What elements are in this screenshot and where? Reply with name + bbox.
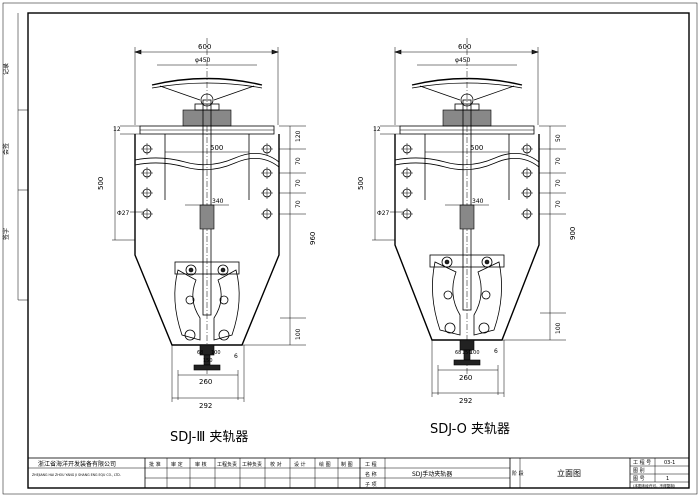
label-draw: 绘 图 bbox=[319, 461, 331, 468]
rail-dim-68: 68 bbox=[455, 350, 461, 356]
hole-dia-text: Φ27 bbox=[117, 210, 130, 217]
bolt-holes-right bbox=[261, 143, 273, 220]
dim-260-text: 260 bbox=[459, 374, 472, 382]
gear-box bbox=[182, 109, 232, 127]
dim-total-height: 960 bbox=[309, 232, 317, 245]
break-line bbox=[134, 153, 280, 166]
clamp-jaws bbox=[174, 261, 240, 341]
footnote: (本图未经许可，不得复制) bbox=[633, 483, 676, 488]
label-approve: 批 准 bbox=[149, 461, 161, 468]
dim-600-text: 600 bbox=[198, 43, 211, 51]
label-drafting: 制 图 bbox=[341, 461, 353, 468]
label-name: 名 称 bbox=[365, 471, 377, 478]
dim-6-text: 6 bbox=[494, 348, 498, 355]
dim-6-text: 6 bbox=[234, 353, 238, 360]
dim-340-text: 340 bbox=[472, 198, 484, 205]
caption-sdj-iii: SDJ-Ⅲ 夹轨器 bbox=[170, 430, 248, 445]
label-final-review: 审 定 bbox=[171, 461, 183, 468]
hole-dia-text: Φ27 bbox=[377, 210, 390, 217]
handwheel bbox=[411, 77, 523, 86]
label-stage: 阶 段 bbox=[512, 470, 524, 477]
dim-inner-500-text: 500 bbox=[210, 144, 223, 152]
company-name: 浙江省海洋开发装备有限公司 bbox=[38, 460, 116, 468]
dim-right-1: 70 bbox=[295, 157, 302, 165]
label-check: 校 对 bbox=[270, 461, 282, 468]
sheet-no: 1 bbox=[666, 476, 669, 482]
dim-right-2: 70 bbox=[295, 179, 302, 187]
bolt-holes-right bbox=[521, 143, 533, 220]
dim-wheel-dia-text: φ450 bbox=[455, 57, 471, 64]
dim-wheel-dia-text: φ450 bbox=[195, 57, 211, 64]
handwheel-spoke bbox=[159, 85, 201, 101]
work-no: 03-1 bbox=[664, 460, 675, 466]
rail bbox=[193, 344, 221, 371]
dim-height-500-text: 500 bbox=[357, 177, 365, 190]
rail bbox=[453, 339, 481, 366]
dim-inner-500-text: 500 bbox=[470, 144, 483, 152]
dim-bottom-100: 100 bbox=[555, 322, 562, 334]
margin-label-countersign: 会签 bbox=[2, 143, 10, 155]
nut-block bbox=[199, 204, 215, 230]
gear-box bbox=[442, 109, 492, 127]
clamp-jaws bbox=[429, 254, 505, 336]
dim-600-text: 600 bbox=[458, 43, 471, 51]
label-trade-lead: 工种负责 bbox=[242, 461, 262, 468]
margin-label-record: 记录 bbox=[2, 63, 10, 75]
view-title: 立面图 bbox=[557, 468, 581, 478]
handwheel-hub bbox=[460, 93, 474, 107]
label-subitem: 子 项 bbox=[365, 481, 377, 488]
dim-right-2: 70 bbox=[555, 179, 562, 187]
rail-dim-150: 150 bbox=[462, 350, 472, 356]
bolt-holes-left bbox=[401, 143, 413, 220]
inner-border bbox=[27, 12, 690, 489]
drawing-name: SDJ手动夹轨器 bbox=[412, 470, 452, 478]
view-sdj-iii: 600 φ450 12 500 bbox=[97, 38, 317, 445]
handwheel-hub bbox=[200, 93, 214, 107]
dim-right-0: 50 bbox=[555, 134, 562, 142]
label-review: 审 核 bbox=[195, 461, 207, 468]
dim-292-text: 292 bbox=[459, 397, 472, 405]
title-block: 浙江省海洋开发装备有限公司 ZHEJIANG HAI ZHOU YANG JI … bbox=[27, 457, 690, 489]
rail-dim-68: 68 bbox=[197, 350, 203, 356]
label-design: 设 计 bbox=[294, 461, 306, 468]
label-project-lead: 工程负责 bbox=[217, 461, 237, 468]
dim-right-0: 120 bbox=[295, 130, 302, 142]
dim-right-1: 70 bbox=[555, 157, 562, 165]
nut-block bbox=[459, 204, 475, 230]
label-sheet: 图 号 bbox=[633, 476, 645, 482]
label-work-no: 工 程 号 bbox=[633, 459, 651, 466]
company-name-en: ZHEJIANG HAI ZHOU YANG JI SHANG ENG EQU … bbox=[32, 473, 121, 477]
label-project: 工 程 bbox=[365, 461, 377, 468]
dim-260-text: 260 bbox=[199, 378, 212, 386]
bolt-holes-left bbox=[141, 143, 153, 220]
dim-right-3: 70 bbox=[295, 200, 302, 208]
view-sdj-o: 600 φ450 12 500 bbox=[357, 38, 577, 437]
dim-height-500-text: 500 bbox=[97, 177, 105, 190]
dim-total-height: 900 bbox=[569, 227, 577, 240]
label-drawing-type: 图 别 bbox=[633, 467, 645, 474]
margin-label-sign: 签字 bbox=[2, 228, 10, 240]
dim-right-3: 70 bbox=[555, 200, 562, 208]
dim-12-text: 12 bbox=[113, 126, 121, 133]
handwheel bbox=[151, 77, 263, 86]
dim-340-text: 340 bbox=[212, 198, 224, 205]
caption-sdj-o: SDJ-O 夹轨器 bbox=[430, 422, 510, 437]
dim-292-text: 292 bbox=[199, 402, 212, 410]
dim-12-text: 12 bbox=[373, 126, 381, 133]
dim-bottom-100: 100 bbox=[295, 328, 302, 340]
rail-dim-100: 100 bbox=[470, 350, 480, 356]
rail-dim-100: 100 bbox=[211, 350, 221, 356]
rail-dim-150: 150 bbox=[203, 358, 213, 364]
